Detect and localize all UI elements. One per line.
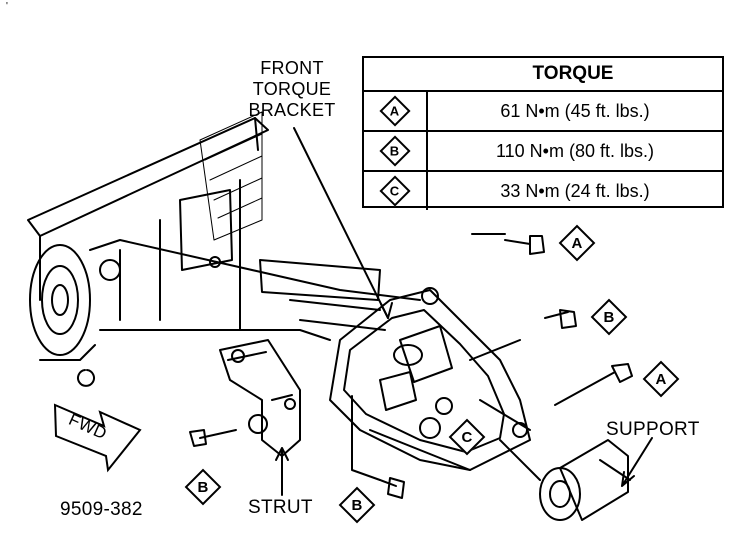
figure-id: 9509-382	[60, 499, 143, 520]
torque-value: 61 N•m (45 ft. lbs.)	[500, 100, 650, 121]
torque-table: TORQUE A 61 N•m (45 ft. lbs.) B 110 N•m …	[362, 56, 724, 210]
key-diamond-icon: A	[379, 95, 411, 127]
bolts	[189, 235, 633, 499]
torque-table-header: TORQUE	[364, 58, 722, 92]
torque-value: 33 N•m (24 ft. lbs.)	[500, 180, 650, 201]
corner-mark: '	[6, 1, 9, 12]
callout-line-2: TORQUE	[252, 79, 332, 99]
callout-line-1: FRONT	[260, 58, 324, 78]
support	[499, 439, 631, 521]
support-label: SUPPORT	[606, 419, 700, 440]
torque-row-a: A 61 N•m (45 ft. lbs.)	[364, 92, 722, 132]
strut	[219, 339, 301, 457]
key-diamond-icon: C	[379, 175, 411, 207]
fwd-arrow	[53, 403, 142, 473]
key-diamond-icon: B	[379, 135, 411, 167]
strut-label: STRUT	[248, 497, 313, 518]
torque-value: 110 N•m (80 ft. lbs.)	[495, 140, 655, 161]
callout-line-3: BRACKET	[248, 100, 336, 120]
torque-row-b: B 110 N•m (80 ft. lbs.)	[364, 132, 722, 172]
front-torque-bracket	[329, 287, 531, 471]
hatched-engine-area	[199, 111, 263, 241]
torque-row-c: C 33 N•m (24 ft. lbs.)	[364, 172, 722, 210]
front-torque-bracket-callout: FRONT TORQUE BRACKET	[236, 58, 348, 121]
pulley	[29, 244, 91, 356]
